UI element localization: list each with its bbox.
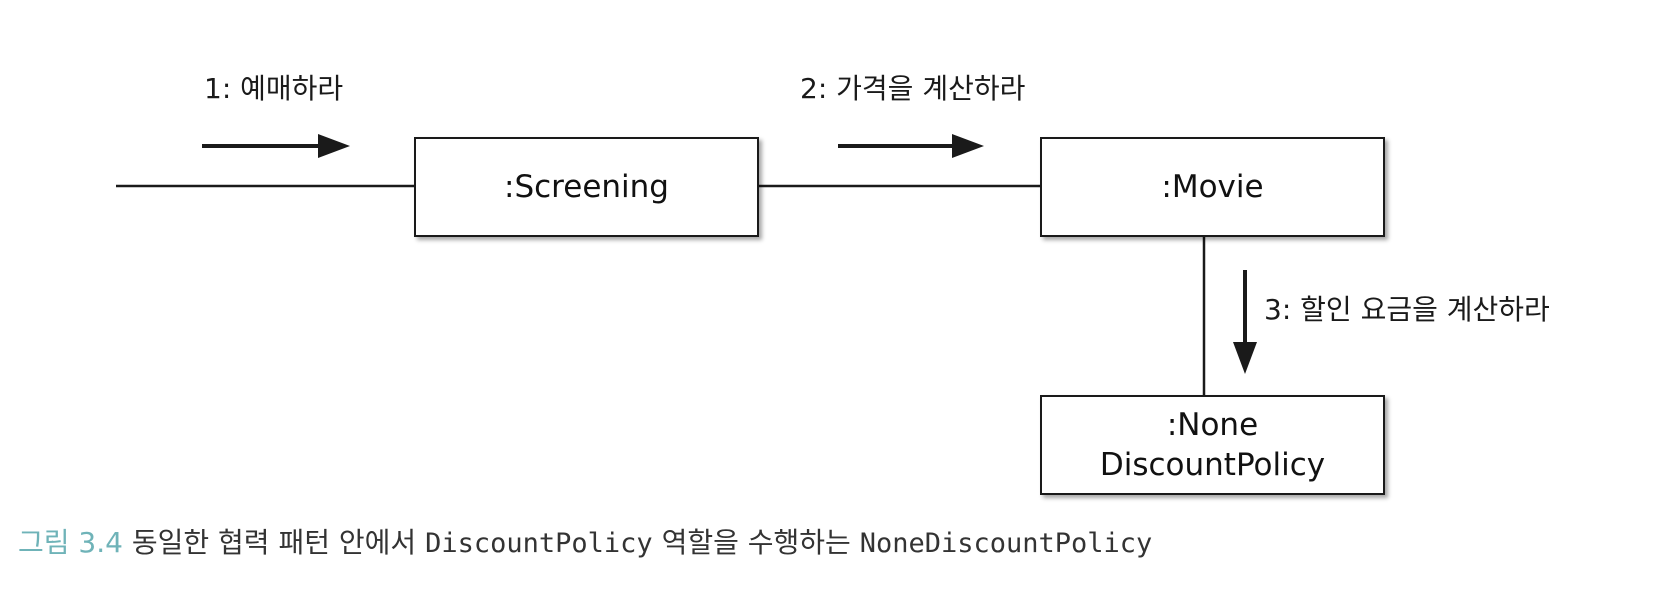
object-none-discount-policy: :None DiscountPolicy [1040, 395, 1385, 495]
message-arrow-3 [1233, 270, 1257, 374]
object-none-discount-policy-label-line2: DiscountPolicy [1099, 447, 1326, 483]
message-arrow-2 [838, 134, 984, 158]
object-screening: :Screening [414, 137, 759, 237]
caption-code-1: DiscountPolicy [425, 528, 653, 559]
caption-code-2: NoneDiscountPolicy [859, 528, 1153, 559]
message-label-3: 3: 할인 요금을 계산하라 [1264, 293, 1550, 326]
object-screening-label: :Screening [504, 169, 669, 205]
figure-caption: 그림 3.4 동일한 협력 패턴 안에서 DiscountPolicy 역할을 … [18, 524, 1152, 563]
object-movie-label: :Movie [1161, 169, 1264, 205]
figure-number: 그림 3.4 [18, 526, 123, 559]
message-label-1: 1: 예매하라 [204, 72, 344, 105]
message-label-2: 2: 가격을 계산하라 [800, 72, 1026, 105]
caption-text-2: 역할을 수행하는 [661, 526, 851, 559]
message-arrow-1 [202, 134, 350, 158]
caption-text-1: 동일한 협력 패턴 안에서 [131, 526, 417, 559]
object-none-discount-policy-label-line1: :None [1166, 407, 1259, 443]
object-movie: :Movie [1040, 137, 1385, 237]
